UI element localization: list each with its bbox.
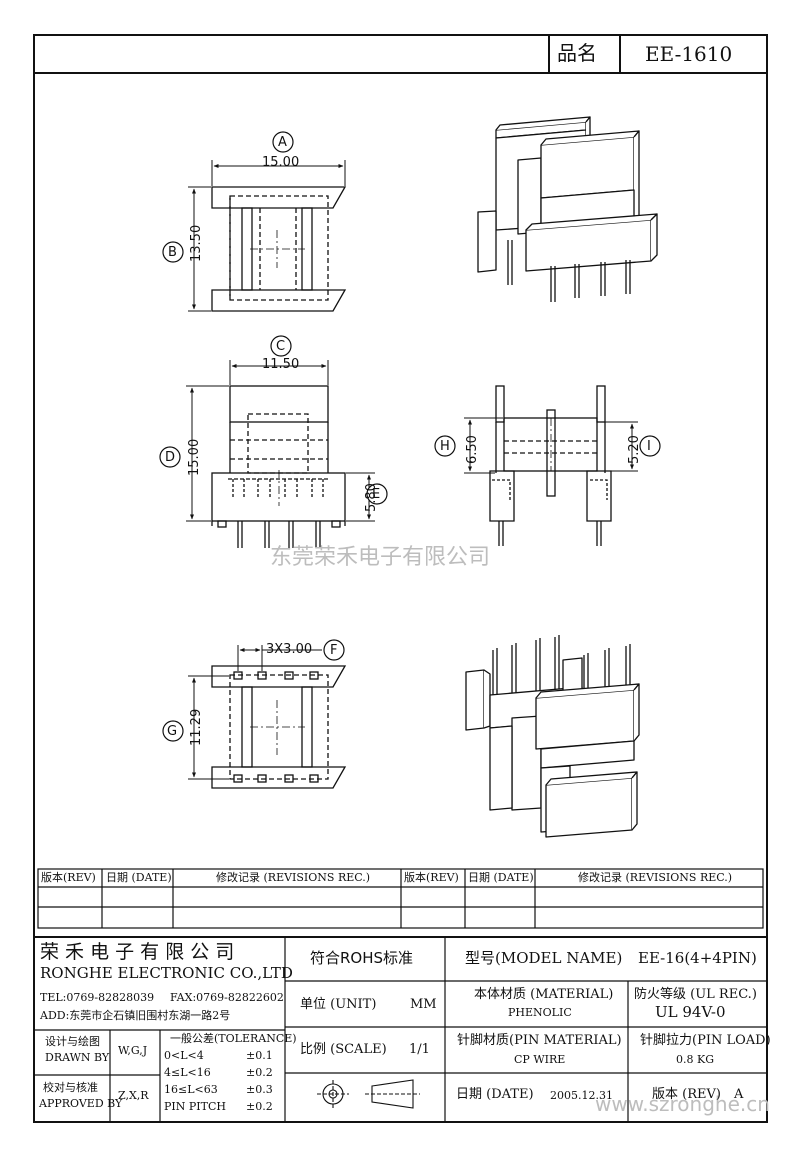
front-view xyxy=(211,385,346,548)
model-value: EE-16(4+4PIN) xyxy=(638,949,757,967)
drawn-by-value: W,G,J xyxy=(118,1044,148,1057)
scale-value: 1/1 xyxy=(409,1042,430,1057)
flame-label: 防火等级 (UL REC.) xyxy=(634,987,757,1002)
dim-b-value: 13.50 xyxy=(189,224,204,262)
tolerance-value-2: ±0.2 xyxy=(246,1066,273,1079)
tolerance-range-2: 4≤L<16 xyxy=(164,1066,211,1079)
dim-d-value: 15.00 xyxy=(187,438,202,476)
rohs-label: 符合ROHS标准 xyxy=(310,949,414,967)
dim-g-lines xyxy=(188,675,229,780)
rev-header-record-2: 修改记录 (REVISIONS REC.) xyxy=(578,871,733,884)
rev-header-date-2: 日期 (DATE) xyxy=(468,871,534,884)
dim-i-value: 5.20 xyxy=(627,435,642,464)
company-name-cn: 荣 禾 电 子 有 限 公 司 xyxy=(40,941,235,963)
dim-b-bubble xyxy=(162,241,184,263)
part-name-label: 品名 xyxy=(557,41,597,65)
side-view xyxy=(489,385,612,546)
dim-h-letter: H xyxy=(440,439,450,454)
dim-i-bubble xyxy=(639,435,661,457)
approved-by-value: Z,X,R xyxy=(118,1089,149,1102)
pin-material-value: CP WIRE xyxy=(514,1053,566,1066)
dim-c-letter: C xyxy=(276,339,286,354)
dim-d-bubble xyxy=(159,446,181,468)
scale-label: 比例 (SCALE) xyxy=(300,1042,387,1057)
tolerance-value-1: ±0.1 xyxy=(246,1049,273,1062)
dim-i-letter: I xyxy=(647,439,651,454)
pin-load-label: 针脚拉力(PIN LOAD) xyxy=(640,1033,771,1048)
dim-a-bubble xyxy=(272,131,294,153)
dim-f-value: 3X3.00 xyxy=(266,642,313,657)
tolerance-value-4: ±0.2 xyxy=(246,1100,273,1113)
unit-value: MM xyxy=(410,997,437,1012)
isometric-view-top xyxy=(477,116,658,302)
date-label: 日期 (DATE) xyxy=(456,1087,534,1102)
dim-h-value: 6.50 xyxy=(465,435,480,464)
tolerance-title: 一般公差(TOLERANCE) xyxy=(170,1032,297,1045)
flame-value: UL 94V-0 xyxy=(655,1003,726,1021)
projection-symbol xyxy=(317,1079,420,1109)
dim-c-value: 11.50 xyxy=(262,357,300,372)
dim-d-letter: D xyxy=(165,450,176,465)
unit-label: 单位 (UNIT) xyxy=(300,997,377,1012)
dim-a-lines xyxy=(211,160,346,186)
isometric-view-bottom xyxy=(465,635,640,838)
date-value: 2005.12.31 xyxy=(550,1089,613,1102)
rev-header-version-2: 版本(REV) xyxy=(404,871,459,884)
tolerance-range-4: PIN PITCH xyxy=(164,1100,226,1113)
dim-a-letter: A xyxy=(278,135,287,150)
dim-g-letter: G xyxy=(167,724,178,739)
material-label: 本体材质 (MATERIAL) xyxy=(474,987,614,1002)
part-number: EE-1610 xyxy=(645,42,733,66)
dim-e-letter: E xyxy=(372,487,381,502)
dim-b-lines xyxy=(188,186,211,312)
dim-f-lines xyxy=(237,645,322,671)
dim-b-letter: B xyxy=(168,245,177,260)
top-view xyxy=(211,186,347,312)
title-block-lines xyxy=(34,936,767,1122)
rev-header-version-1: 版本(REV) xyxy=(41,871,96,884)
revision-table-lines xyxy=(37,868,764,929)
tolerance-range-1: 0<L<4 xyxy=(164,1049,204,1062)
dim-c-bubble xyxy=(270,335,292,357)
pin-load-value: 0.8 KG xyxy=(676,1053,714,1066)
watermark-company: 东莞荣禾电子有限公司 xyxy=(270,545,491,570)
dim-a-value: 15.00 xyxy=(262,155,300,170)
bottom-view xyxy=(211,665,347,789)
tolerance-value-3: ±0.3 xyxy=(246,1083,273,1096)
version-label: 版本 (REV) xyxy=(652,1087,721,1102)
rev-header-record-1: 修改记录 (REVISIONS REC.) xyxy=(216,871,371,884)
tolerance-range-3: 16≤L<63 xyxy=(164,1083,218,1096)
pin-material-label: 针脚材质(PIN MATERIAL) xyxy=(457,1033,622,1048)
dim-c-lines xyxy=(229,360,329,385)
dim-f-letter: F xyxy=(330,643,338,658)
material-value: PHENOLIC xyxy=(508,1006,572,1019)
dim-g-bubble xyxy=(162,720,184,742)
version-value: A xyxy=(734,1087,744,1102)
dim-f-bubble xyxy=(323,639,345,661)
dim-i-lines xyxy=(598,421,638,472)
dim-g-value: 11.29 xyxy=(189,708,204,746)
outer-frame xyxy=(33,34,768,1123)
company-tel: TEL:0769-82828039 xyxy=(40,991,155,1004)
approved-by-label-en: APPROVED BY xyxy=(39,1097,123,1110)
dim-d-lines xyxy=(186,385,229,522)
company-name-en: RONGHE ELECTRONIC CO.,LTD xyxy=(40,964,293,982)
approved-by-label-cn: 校对与核准 xyxy=(43,1081,98,1094)
company-address: ADD:东莞市企石镇旧围村东湖一路2号 xyxy=(40,1009,231,1022)
dim-h-lines xyxy=(464,417,503,474)
dim-h-bubble xyxy=(434,435,456,457)
drawn-by-label-cn: 设计与绘图 xyxy=(45,1035,100,1048)
dim-e-bubble xyxy=(366,483,388,505)
company-fax: FAX:0769-82822602 xyxy=(170,991,284,1004)
dim-e-value: 5.80 xyxy=(364,483,379,512)
rev-header-date-1: 日期 (DATE) xyxy=(106,871,172,884)
drawn-by-label-en: DRAWN BY xyxy=(45,1051,110,1064)
model-label: 型号(MODEL NAME) xyxy=(465,949,623,967)
watermark-url: www.szronghe.cn xyxy=(595,1092,770,1116)
